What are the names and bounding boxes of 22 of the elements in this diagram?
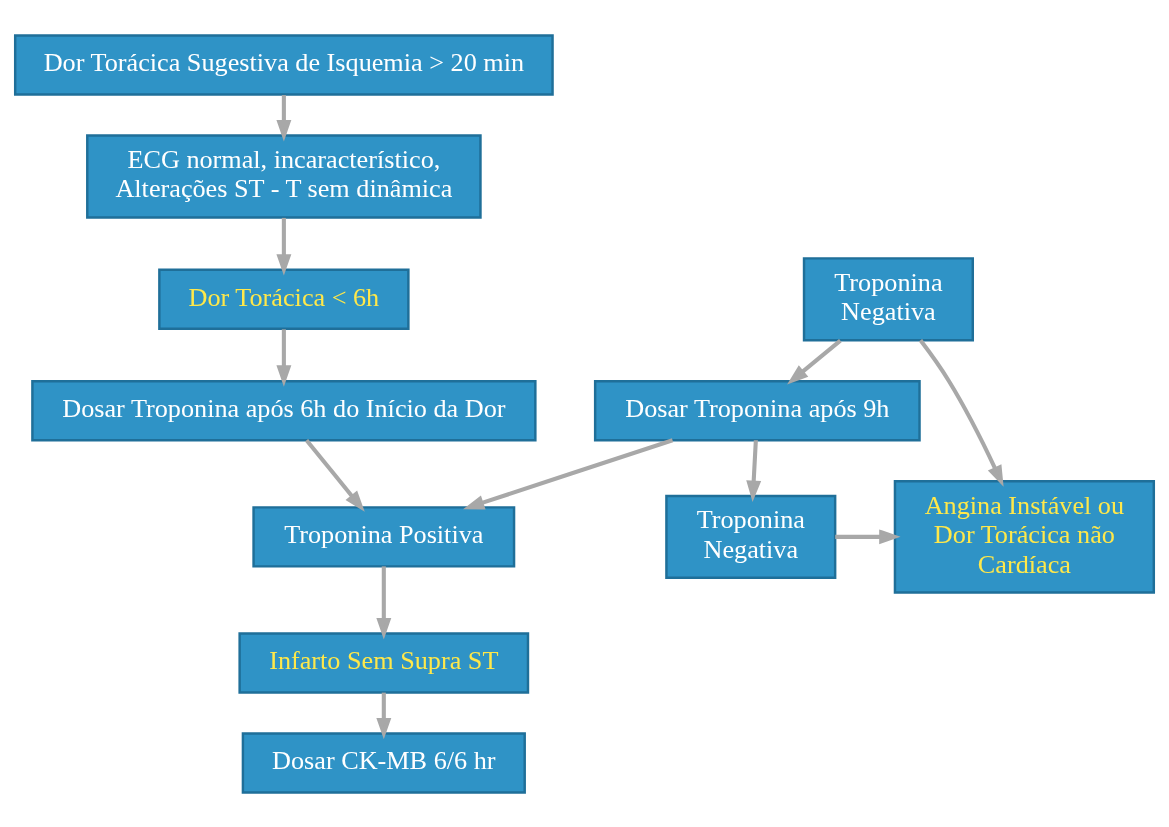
- arrow: [276, 94, 292, 141]
- arrow: [304, 438, 365, 512]
- node-box: Dor Torácica < 6h: [158, 268, 410, 330]
- node-box: Dosar Troponina após 6h do Início da Dor: [31, 379, 537, 441]
- node-box: Dosar CK-MB 6/6 hr: [241, 731, 526, 794]
- node-box: Troponina Negativa: [802, 256, 974, 341]
- arrow: [276, 328, 292, 387]
- arrow: [276, 217, 292, 276]
- arrow: [835, 528, 901, 544]
- node-box: Troponina Negativa: [665, 494, 837, 579]
- node-box: ECG normal, incaracterístico, Alterações ST - T sem dinâmica: [86, 133, 482, 219]
- node-box: Dor Torácica Sugestiva de Isquemia > 20 min: [13, 33, 554, 96]
- arrow: [463, 437, 674, 510]
- arrow: [918, 338, 1004, 487]
- arrow: [376, 692, 392, 739]
- node-box: Troponina Positiva: [252, 505, 516, 568]
- arrow: [376, 565, 392, 639]
- node-box: Angina Instável ou Dor Torácica não Cardíaca: [893, 479, 1156, 594]
- arrow: [746, 439, 762, 502]
- node-box: Dosar Troponina após 9h: [593, 379, 921, 441]
- arrow: [787, 338, 842, 385]
- node-box: Infarto Sem Supra ST: [238, 631, 530, 694]
